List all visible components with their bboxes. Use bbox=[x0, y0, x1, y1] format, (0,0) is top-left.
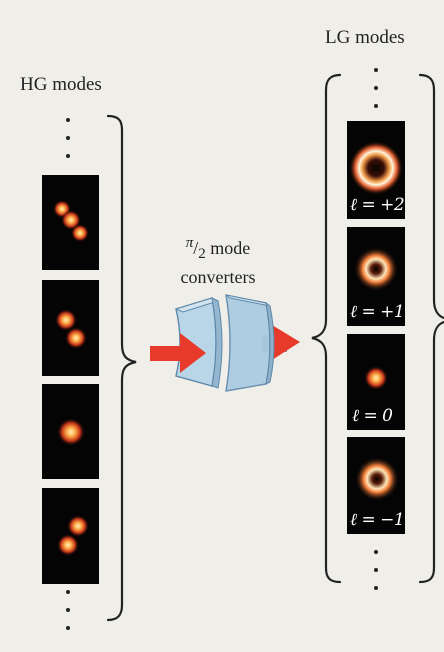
lg-label-plus2: ℓ = +2 bbox=[350, 195, 405, 215]
lg-mode-tile-minus1: ℓ = −1 bbox=[347, 437, 405, 534]
lg-label-minus1: ℓ = −1 bbox=[350, 510, 405, 530]
hg-mode-tile-3 bbox=[42, 384, 99, 479]
lg-right-brace bbox=[418, 73, 444, 584]
hg-modes-title: HG modes bbox=[20, 74, 102, 95]
lg-left-brace bbox=[311, 73, 342, 584]
lg-mode-tile-0: ℓ = 0 bbox=[347, 334, 405, 430]
hg-top-ellipsis bbox=[66, 118, 70, 172]
converter-caption: π/2 mode converters bbox=[158, 232, 278, 289]
lg-modes-title: LG modes bbox=[325, 27, 405, 48]
output-arrow bbox=[262, 325, 300, 360]
lg-mode-tile-plus2: ℓ = +2 bbox=[347, 121, 405, 219]
converter-mode-word: mode bbox=[210, 238, 251, 258]
mode-converter-plates bbox=[174, 294, 275, 392]
converter-line1: π/2 mode bbox=[185, 235, 251, 262]
lg-label-0: ℓ = 0 bbox=[352, 406, 393, 426]
pi-denominator: 2 bbox=[198, 246, 206, 262]
hg-mode-tile-1 bbox=[42, 175, 99, 270]
input-arrow bbox=[150, 333, 206, 373]
hg-right-brace bbox=[106, 114, 137, 622]
lg-top-ellipsis bbox=[374, 68, 378, 122]
converter-line2: converters bbox=[180, 267, 256, 287]
lg-mode-tile-plus1: ℓ = +1 bbox=[347, 227, 405, 326]
lg-bottom-ellipsis bbox=[374, 550, 378, 604]
pi-symbol: π bbox=[185, 235, 194, 251]
hg-bottom-ellipsis bbox=[66, 590, 70, 644]
lg-label-plus1: ℓ = +1 bbox=[350, 302, 405, 322]
hg-mode-tile-2 bbox=[42, 280, 99, 376]
hg-mode-tile-4 bbox=[42, 488, 99, 584]
